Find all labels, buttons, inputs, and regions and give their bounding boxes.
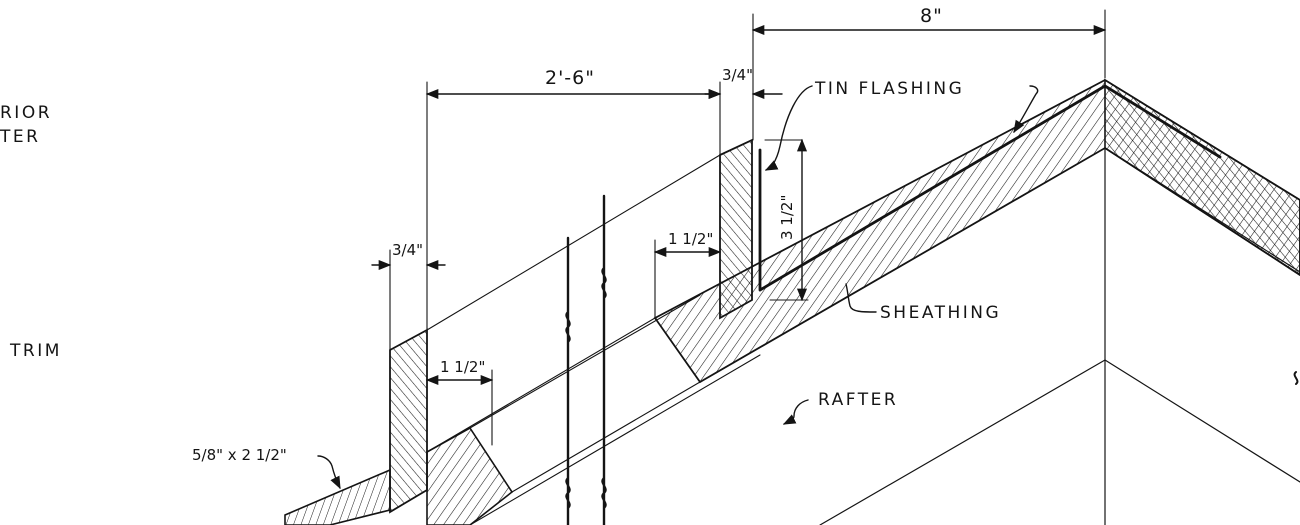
label-sheathing: SHEATHING (880, 303, 1001, 323)
dimension-lines (371, 9, 1107, 446)
label-plaster-partial: TER (0, 127, 40, 147)
break-lines (565, 194, 1299, 525)
dim-lower-gap: 1 1/2" (440, 358, 485, 376)
label-rafter: RAFTER (818, 390, 898, 410)
text-labels: RIOR TER TRIM TIN FLASHING SHEATHING RAF… (0, 79, 1001, 464)
leader-lines (317, 85, 1039, 490)
label-exterior-partial: RIOR (0, 103, 52, 123)
upper-stud (719, 138, 753, 320)
label-trim-partial: TRIM (9, 341, 62, 361)
lower-sheathing-block (426, 426, 514, 525)
perspective-lines (426, 154, 761, 525)
label-trim-size: 5/8" x 2 1/2" (192, 446, 287, 464)
dim-upper-stud-thickness: 3/4" (722, 66, 753, 84)
dim-lower-stud-thickness: 3/4" (392, 241, 423, 259)
dim-span: 2'-6" (545, 67, 595, 89)
dimension-text: 8" 2'-6" 3/4" 3/4" 1 1/2" 1 1/2" 3 1/2" (392, 5, 943, 376)
tin-flashing (758, 84, 1222, 292)
trim-board (284, 468, 391, 525)
dim-overall-top: 8" (920, 5, 943, 27)
label-tin-flashing: TIN FLASHING (814, 79, 964, 99)
dim-flashing-height: 3 1/2" (778, 195, 796, 240)
rafter-top-face (585, 148, 1300, 525)
lower-stud (389, 328, 428, 514)
dim-upper-gap: 1 1/2" (668, 230, 713, 248)
